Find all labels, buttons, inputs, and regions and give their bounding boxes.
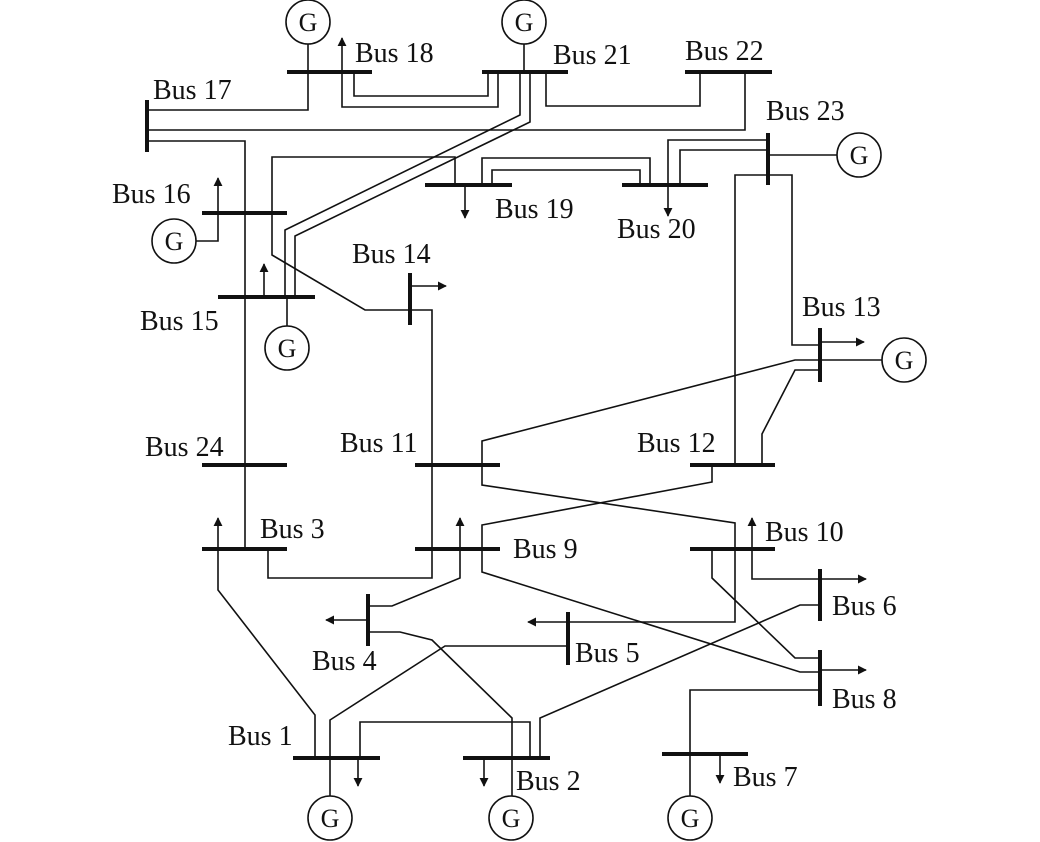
line-2-4 [368, 631, 513, 758]
line-20-23-a [667, 139, 768, 185]
generator-label: G [681, 804, 700, 833]
bus-11-label: Bus 11 [340, 428, 418, 459]
line-21-22 [545, 72, 701, 107]
bus-23-label: Bus 23 [766, 96, 845, 127]
bus-1-label: Bus 1 [228, 721, 293, 752]
line-18-21-a [341, 72, 499, 108]
generator-bus-1: G [307, 758, 353, 841]
bus-12-label: Bus 12 [637, 428, 716, 459]
generator-label: G [299, 8, 318, 37]
line-15-21-a [284, 72, 521, 297]
bus-22-label: Bus 22 [685, 36, 764, 67]
bus-17-label: Bus 17 [153, 75, 232, 106]
line-17-22 [147, 72, 746, 131]
generator-bus-13: G [820, 337, 927, 383]
line-6-10 [751, 549, 820, 580]
bus-13-label: Bus 13 [802, 292, 881, 323]
generator-label: G [165, 227, 184, 256]
line-19-20-b [491, 169, 641, 185]
bus-7-label: Bus 7 [733, 762, 798, 793]
bus-24-label: Bus 24 [145, 432, 224, 463]
bus-labels: Bus 1 Bus 2 Bus 3 Bus 4 Bus 5 Bus 6 Bus … [112, 36, 897, 797]
line-15-21-b [294, 72, 531, 297]
line-7-8 [689, 689, 820, 754]
line-11-13 [481, 359, 820, 465]
generator-bus-23: G [768, 132, 882, 178]
bus-20-label: Bus 20 [617, 214, 696, 245]
bus-10-label: Bus 10 [765, 517, 844, 548]
line-1-5 [329, 645, 568, 758]
line-4-9 [368, 549, 461, 607]
line-8-9 [481, 549, 820, 673]
line-19-20-a [481, 157, 651, 185]
line-9-12 [481, 465, 713, 549]
generator-bus-2: G [488, 758, 534, 841]
bus-19-label: Bus 19 [495, 194, 574, 225]
generator-label: G [502, 804, 521, 833]
bus-6-label: Bus 6 [832, 591, 897, 622]
loads [213, 37, 867, 787]
line-1-2 [359, 721, 531, 758]
line-12-13 [761, 369, 820, 465]
generator-bus-21: G [501, 0, 547, 72]
line-2-6 [539, 604, 820, 758]
generator-bus-18: G [285, 0, 331, 72]
generator-label: G [515, 8, 534, 37]
line-12-23 [734, 174, 768, 465]
generator-bus-7: G [667, 754, 713, 841]
line-14-16 [271, 213, 410, 311]
bus-21-label: Bus 21 [553, 40, 632, 71]
line-8-10 [711, 549, 820, 659]
bus-14-label: Bus 14 [352, 239, 431, 270]
bus-15-label: Bus 15 [140, 306, 219, 337]
bus-4-label: Bus 4 [312, 646, 377, 677]
line-1-3 [217, 549, 316, 758]
line-17-18 [147, 72, 309, 111]
bus-bars [145, 70, 822, 760]
line-10-11 [481, 465, 736, 549]
generator-label: G [321, 804, 340, 833]
line-5-10 [568, 549, 736, 623]
bus-5-label: Bus 5 [575, 638, 640, 669]
generator-label: G [895, 346, 914, 375]
bus-9-label: Bus 9 [513, 534, 578, 565]
bus-8-label: Bus 8 [832, 684, 897, 715]
bus-18-label: Bus 18 [355, 38, 434, 69]
bus-16-label: Bus 16 [112, 179, 191, 210]
line-13-23 [768, 174, 820, 346]
bus-3-label: Bus 3 [260, 514, 325, 545]
generators: G G G G G G G [151, 0, 927, 841]
line-16-17 [147, 140, 246, 213]
line-16-19 [271, 156, 456, 213]
transmission-lines [147, 72, 820, 758]
generator-label: G [850, 141, 869, 170]
generator-bus-15: G [264, 297, 310, 371]
generator-label: G [278, 334, 297, 363]
line-18-21-b [353, 72, 489, 97]
line-20-23-b [679, 149, 768, 185]
line-3-9 [267, 549, 433, 579]
generator-bus-16: G [151, 213, 219, 264]
bus-2-label: Bus 2 [516, 766, 581, 797]
line-11-14 [410, 309, 433, 465]
